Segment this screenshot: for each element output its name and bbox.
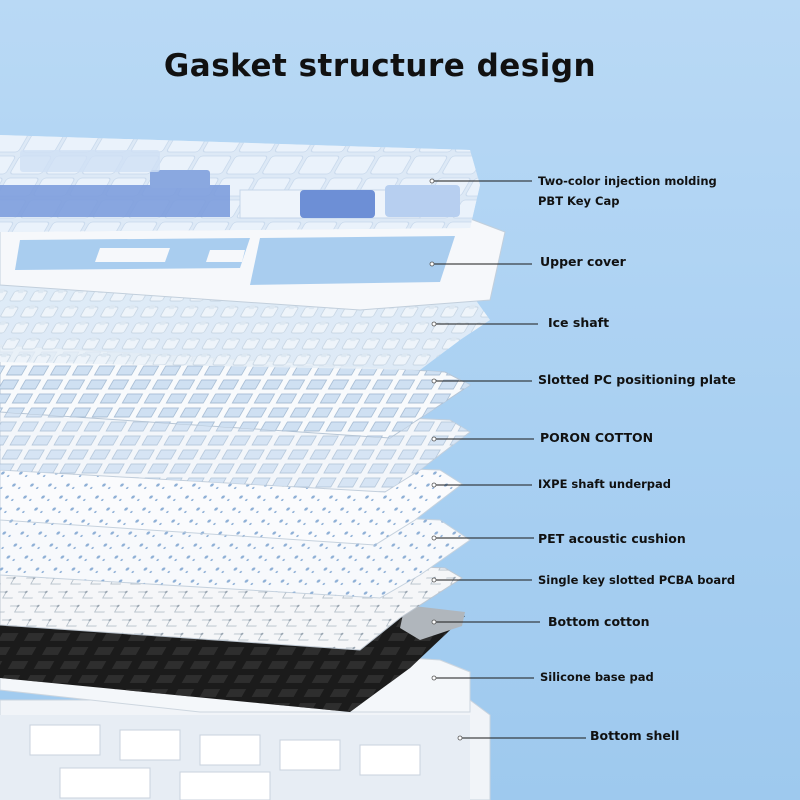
label-upper-cover: Upper cover	[540, 254, 626, 269]
label-pc-plate: Slotted PC positioning plate	[538, 372, 736, 387]
label-pcba-board: Single key slotted PCBA board	[538, 573, 736, 587]
layer-bottom-shell	[0, 699, 491, 800]
label-bottom-shell: Bottom shell	[590, 728, 680, 743]
label-ice-shaft: Ice shaft	[548, 315, 610, 330]
label-pet-cushion: PET acoustic cushion	[538, 531, 686, 546]
label-poron-cotton: PORON COTTON	[540, 430, 654, 445]
page-title: Gasket structure design	[163, 48, 597, 84]
label-keycap-line1: Two-color injection molding	[538, 174, 717, 188]
layer-keycaps	[0, 135, 480, 232]
leader-endpoints	[429, 178, 463, 741]
label-silicone-base-pad: Silicone base pad	[540, 670, 654, 684]
label-ixpe-underpad: IXPE shaft underpad	[538, 477, 672, 491]
leader-lines	[432, 180, 586, 739]
label-keycap-line2: PBT Key Cap	[538, 194, 620, 208]
label-bottom-cotton: Bottom cotton	[548, 614, 650, 629]
